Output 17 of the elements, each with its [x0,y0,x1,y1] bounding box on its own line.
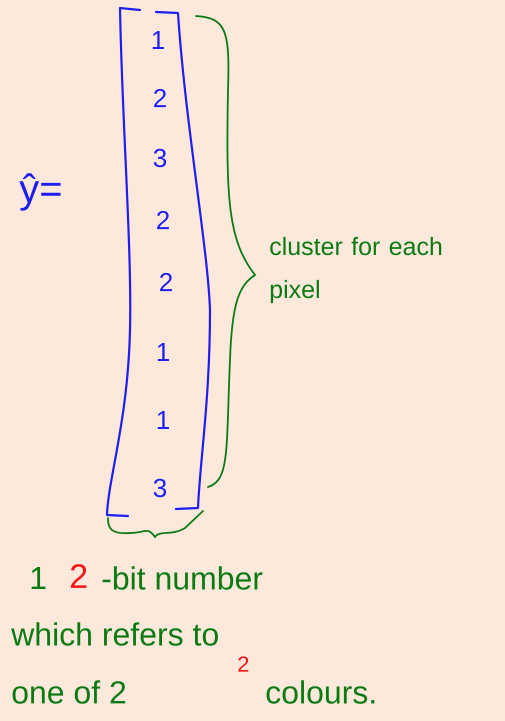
note-text: 1 [32,567,46,589]
annotation-text: cluster for each pixel [270,236,442,304]
note-text: colours. [266,680,374,704]
vector-entry: 2 [154,88,166,108]
vector-entry: 3 [154,148,166,168]
exponent-number: 2 [238,656,248,672]
vector-entry: 2 [157,210,169,230]
highlighted-number: 2 [70,564,86,588]
vector-entry: 1 [158,411,169,429]
vector-entry: 2 [160,272,172,292]
note-text: one of 2 [12,680,126,704]
note-text: which refers to [11,622,218,646]
vector-entry: 1 [152,31,164,49]
vector-entry: 3 [154,478,166,498]
vector-entry: 1 [158,343,169,361]
equation-label: ŷ= [19,173,61,211]
note-text: -bit number [102,566,262,590]
